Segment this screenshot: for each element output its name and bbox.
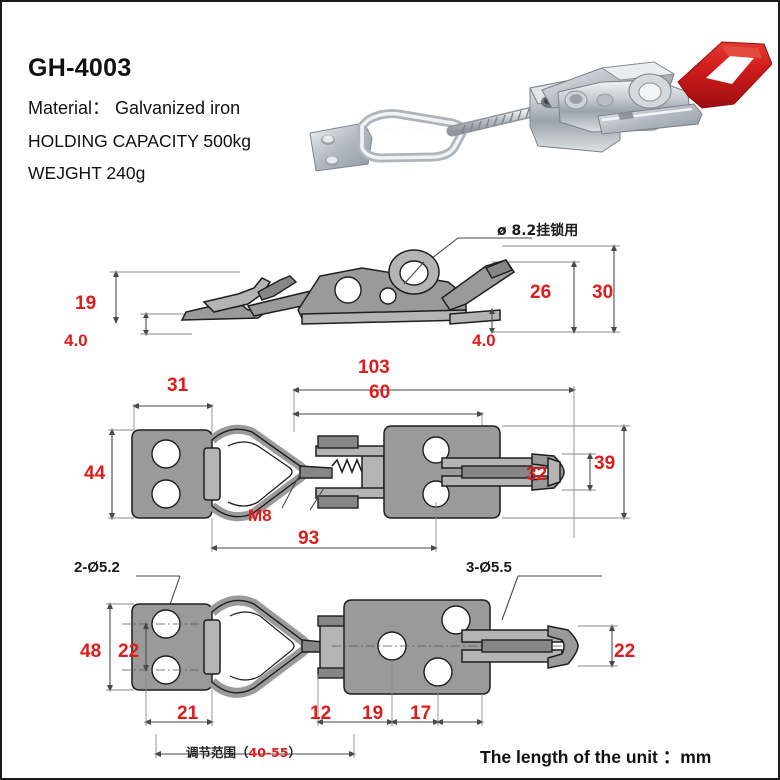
material-line: Material： Galvanized iron bbox=[28, 98, 241, 118]
side-elevation-view bbox=[62, 214, 642, 349]
dim-plan-closed-length: 93 bbox=[298, 528, 320, 549]
label-thread-m8: M8 bbox=[248, 506, 272, 525]
dim-bottom-base-width: 21 bbox=[177, 703, 199, 724]
weight-line: WEJGHT 240g bbox=[28, 163, 146, 183]
dim-bottom-12: 12 bbox=[310, 703, 332, 724]
adjust-range-text: 调节范围（ bbox=[186, 745, 249, 760]
plan-view bbox=[62, 362, 642, 562]
holding-capacity-line: HOLDING CAPACITY 500kg bbox=[28, 131, 252, 151]
dim-plan-overall-width: 39 bbox=[594, 453, 616, 474]
dim-side-left-height: 19 bbox=[75, 293, 97, 314]
dim-bottom-right-height: 22 bbox=[614, 641, 636, 662]
dim-bottom-19: 19 bbox=[362, 703, 384, 724]
padlock-hole-label: ø 8.2挂锁用 bbox=[497, 223, 579, 239]
unit-note: The length of the unit ：mm bbox=[480, 747, 712, 767]
dim-bottom-hole-spacing: 22 bbox=[118, 641, 140, 662]
dim-side-left-thickness: 4.0 bbox=[64, 331, 88, 350]
hole-callout-left: 2-Ø5.2 bbox=[74, 559, 120, 576]
hole-callout-right: 3-Ø5.5 bbox=[466, 559, 512, 576]
dim-side-right-thickness: 4.0 bbox=[472, 331, 496, 350]
dim-plan-inner-width: 32 bbox=[526, 464, 548, 485]
product-photo bbox=[302, 30, 772, 205]
dim-side-inner-height: 26 bbox=[530, 282, 552, 303]
spec-text-block: GH-4003 Material： Galvanized iron HOLDIN… bbox=[28, 54, 368, 184]
dim-bottom-base-height: 48 bbox=[80, 641, 102, 662]
adjust-range-bracket bbox=[142, 732, 372, 762]
dim-plan-body-length: 60 bbox=[369, 382, 391, 403]
dim-side-overall-height: 30 bbox=[592, 282, 614, 303]
dim-plan-base-width: 31 bbox=[167, 375, 189, 396]
adjust-range-label: 调节范围（40-55） bbox=[186, 742, 301, 761]
adjust-range-close: ） bbox=[288, 745, 302, 760]
model-number: GH-4003 bbox=[28, 54, 132, 82]
dim-bottom-17: 17 bbox=[410, 703, 432, 724]
bottom-view bbox=[62, 554, 662, 744]
adjust-range-value: 40-55 bbox=[248, 745, 289, 760]
dim-plan-base-height: 44 bbox=[84, 463, 106, 484]
dim-plan-overall-length: 103 bbox=[358, 357, 390, 378]
